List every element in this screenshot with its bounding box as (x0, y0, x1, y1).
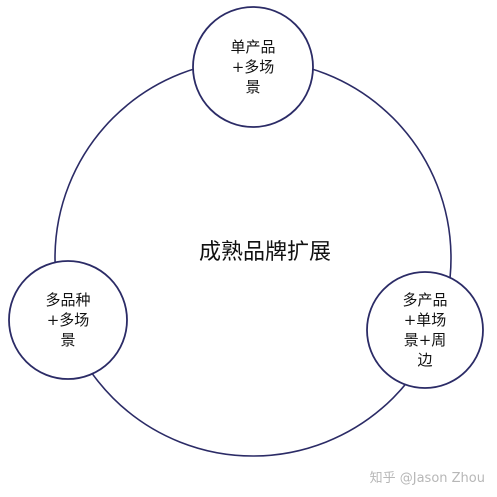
watermark: 知乎 @Jason Zhou (369, 471, 485, 486)
node-left-text: 多品种 +多场 景 (18, 290, 118, 350)
node-left-line-2: +多场 (46, 311, 90, 329)
node-left-line-3: 景 (60, 331, 76, 349)
node-right-line-1: 多产品 (402, 291, 448, 309)
node-circle-left (8, 260, 128, 380)
node-right-text: 多产品 +单场 景+周 边 (375, 289, 475, 371)
node-left-line-1: 多品种 (45, 291, 91, 309)
node-circle-top (192, 6, 314, 128)
node-circle-right (366, 271, 484, 389)
node-top-line-1: 单产品 (230, 38, 276, 56)
center-label: 成熟品牌扩展 (198, 240, 331, 265)
node-top-line-3: 景 (245, 78, 261, 96)
node-top-text: 单产品 +多场 景 (203, 37, 303, 97)
node-right-line-2: +单场 (403, 311, 447, 329)
node-top-line-2: +多场 (231, 58, 275, 76)
node-right-line-4: 边 (417, 351, 433, 369)
node-right-line-3: 景+周 (403, 331, 447, 349)
